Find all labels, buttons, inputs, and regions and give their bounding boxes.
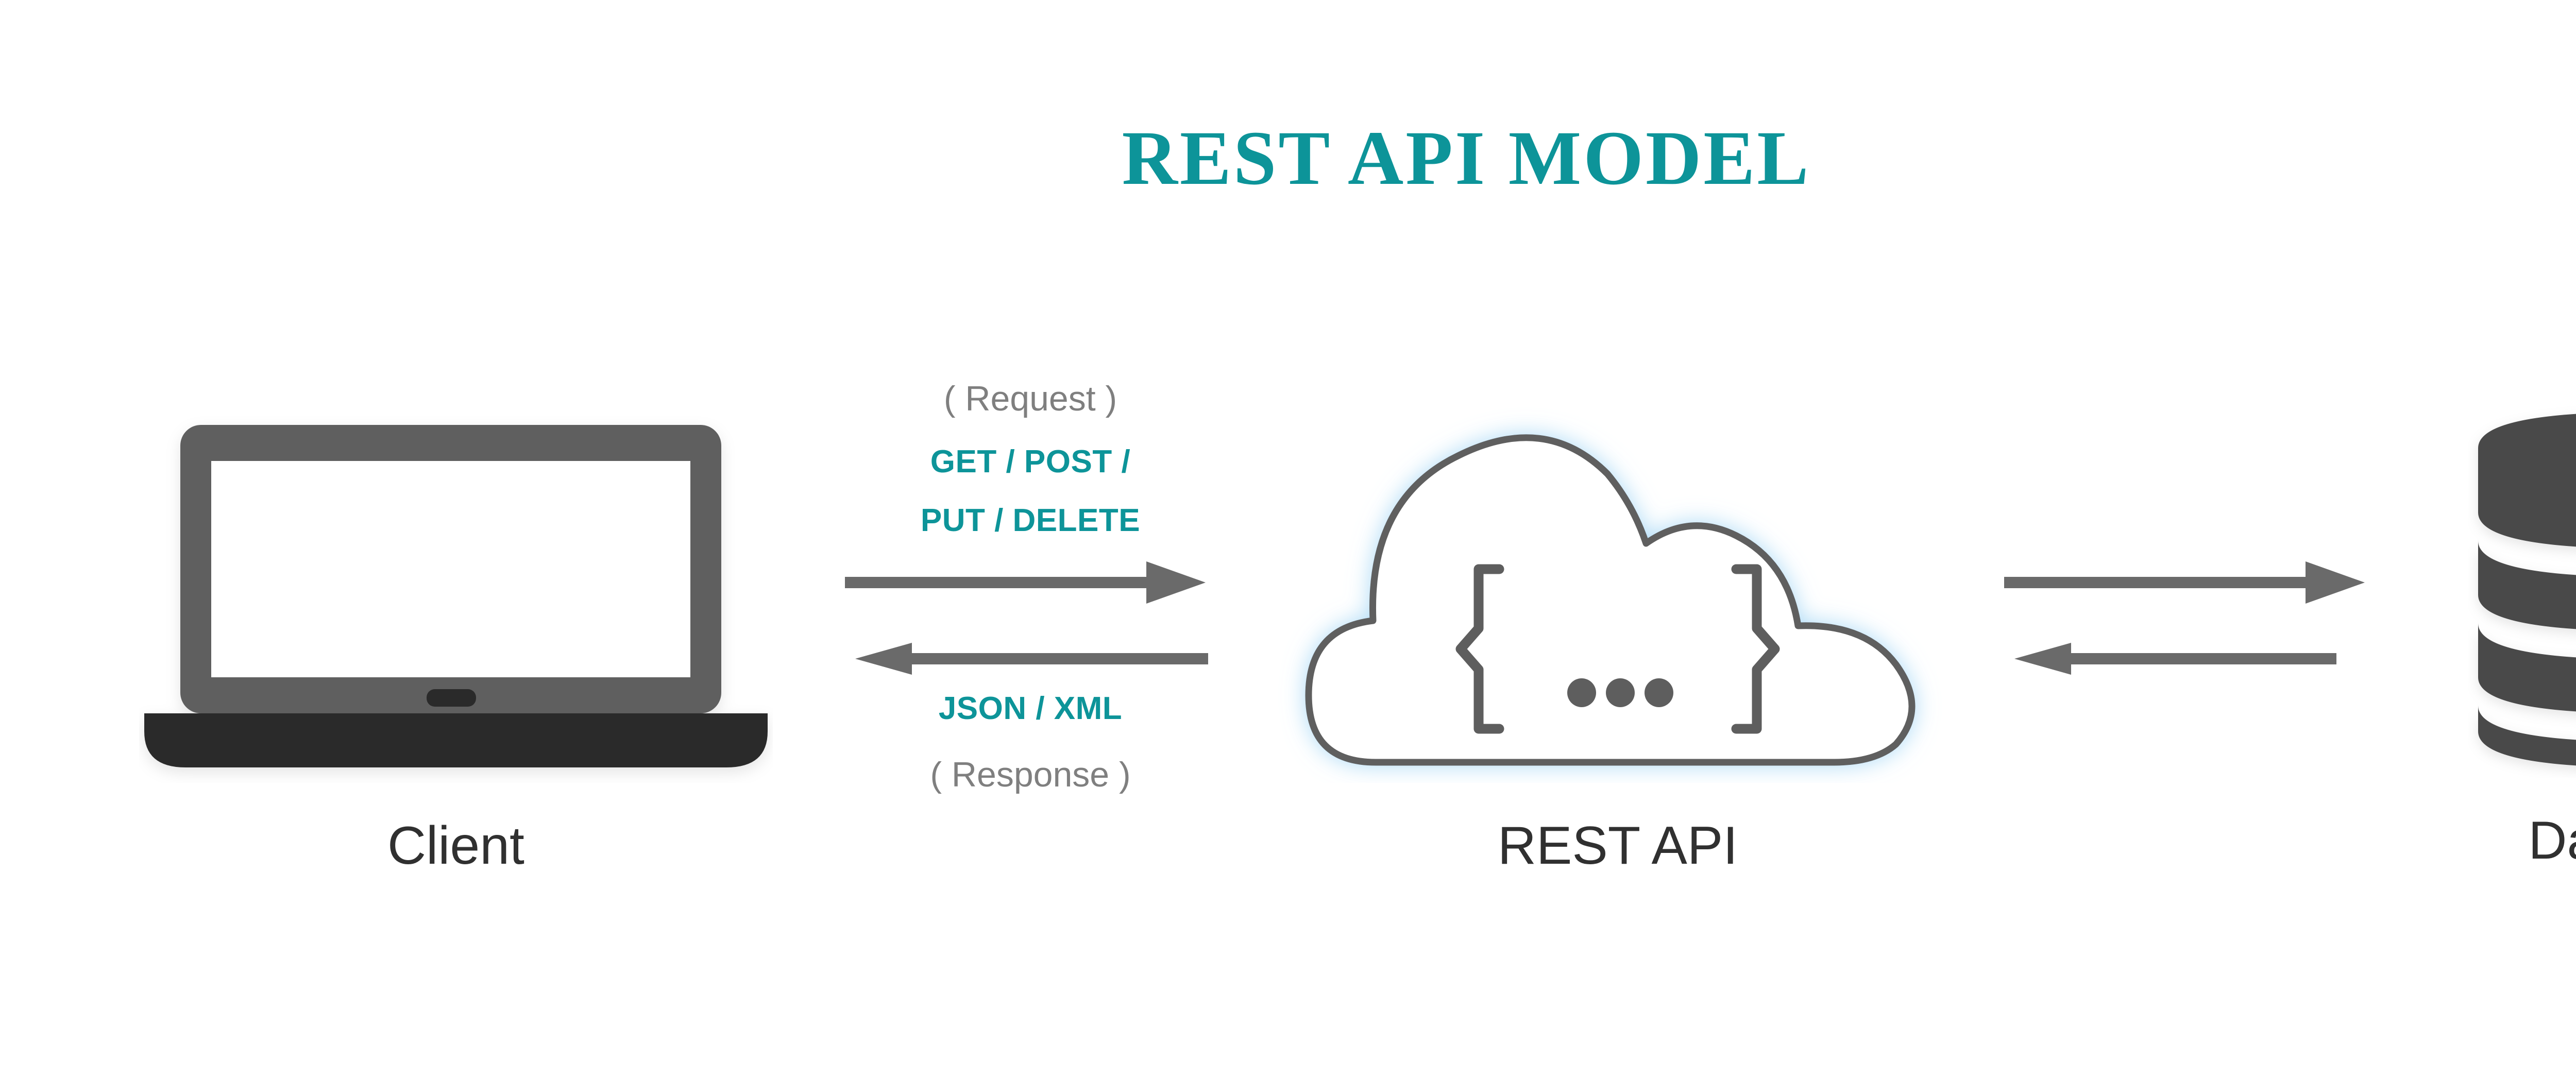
client-node bbox=[139, 412, 773, 783]
response-format-label: JSON / XML bbox=[938, 691, 1123, 726]
arrow-response-left bbox=[855, 643, 1208, 675]
arrows-client-to-api bbox=[845, 556, 1216, 685]
page-title: REST API MODEL bbox=[1122, 115, 1811, 201]
arrow-db-write-right bbox=[2004, 561, 2365, 604]
request-methods-line-1: GET / POST / bbox=[930, 444, 1131, 480]
laptop-icon bbox=[144, 425, 768, 767]
code-braces-icon bbox=[1455, 564, 1780, 734]
database-cylinder-icon bbox=[2478, 414, 2576, 766]
response-label: ( Response ) bbox=[930, 755, 1131, 794]
arrows-api-to-database bbox=[2004, 556, 2375, 685]
cloud-icon bbox=[1305, 434, 1916, 766]
ellipsis-dots-icon bbox=[1567, 678, 1673, 707]
arrow-db-read-left bbox=[2014, 643, 2336, 675]
request-label: ( Request ) bbox=[943, 379, 1117, 418]
rest-api-node bbox=[1278, 407, 1958, 783]
client-label: Client bbox=[387, 816, 524, 876]
database-node bbox=[2468, 402, 2576, 778]
database-label: Database bbox=[2528, 811, 2576, 870]
rest-api-label: REST API bbox=[1497, 816, 1738, 876]
arrow-request-right bbox=[845, 561, 1206, 604]
request-methods-line-2: PUT / DELETE bbox=[920, 503, 1141, 538]
